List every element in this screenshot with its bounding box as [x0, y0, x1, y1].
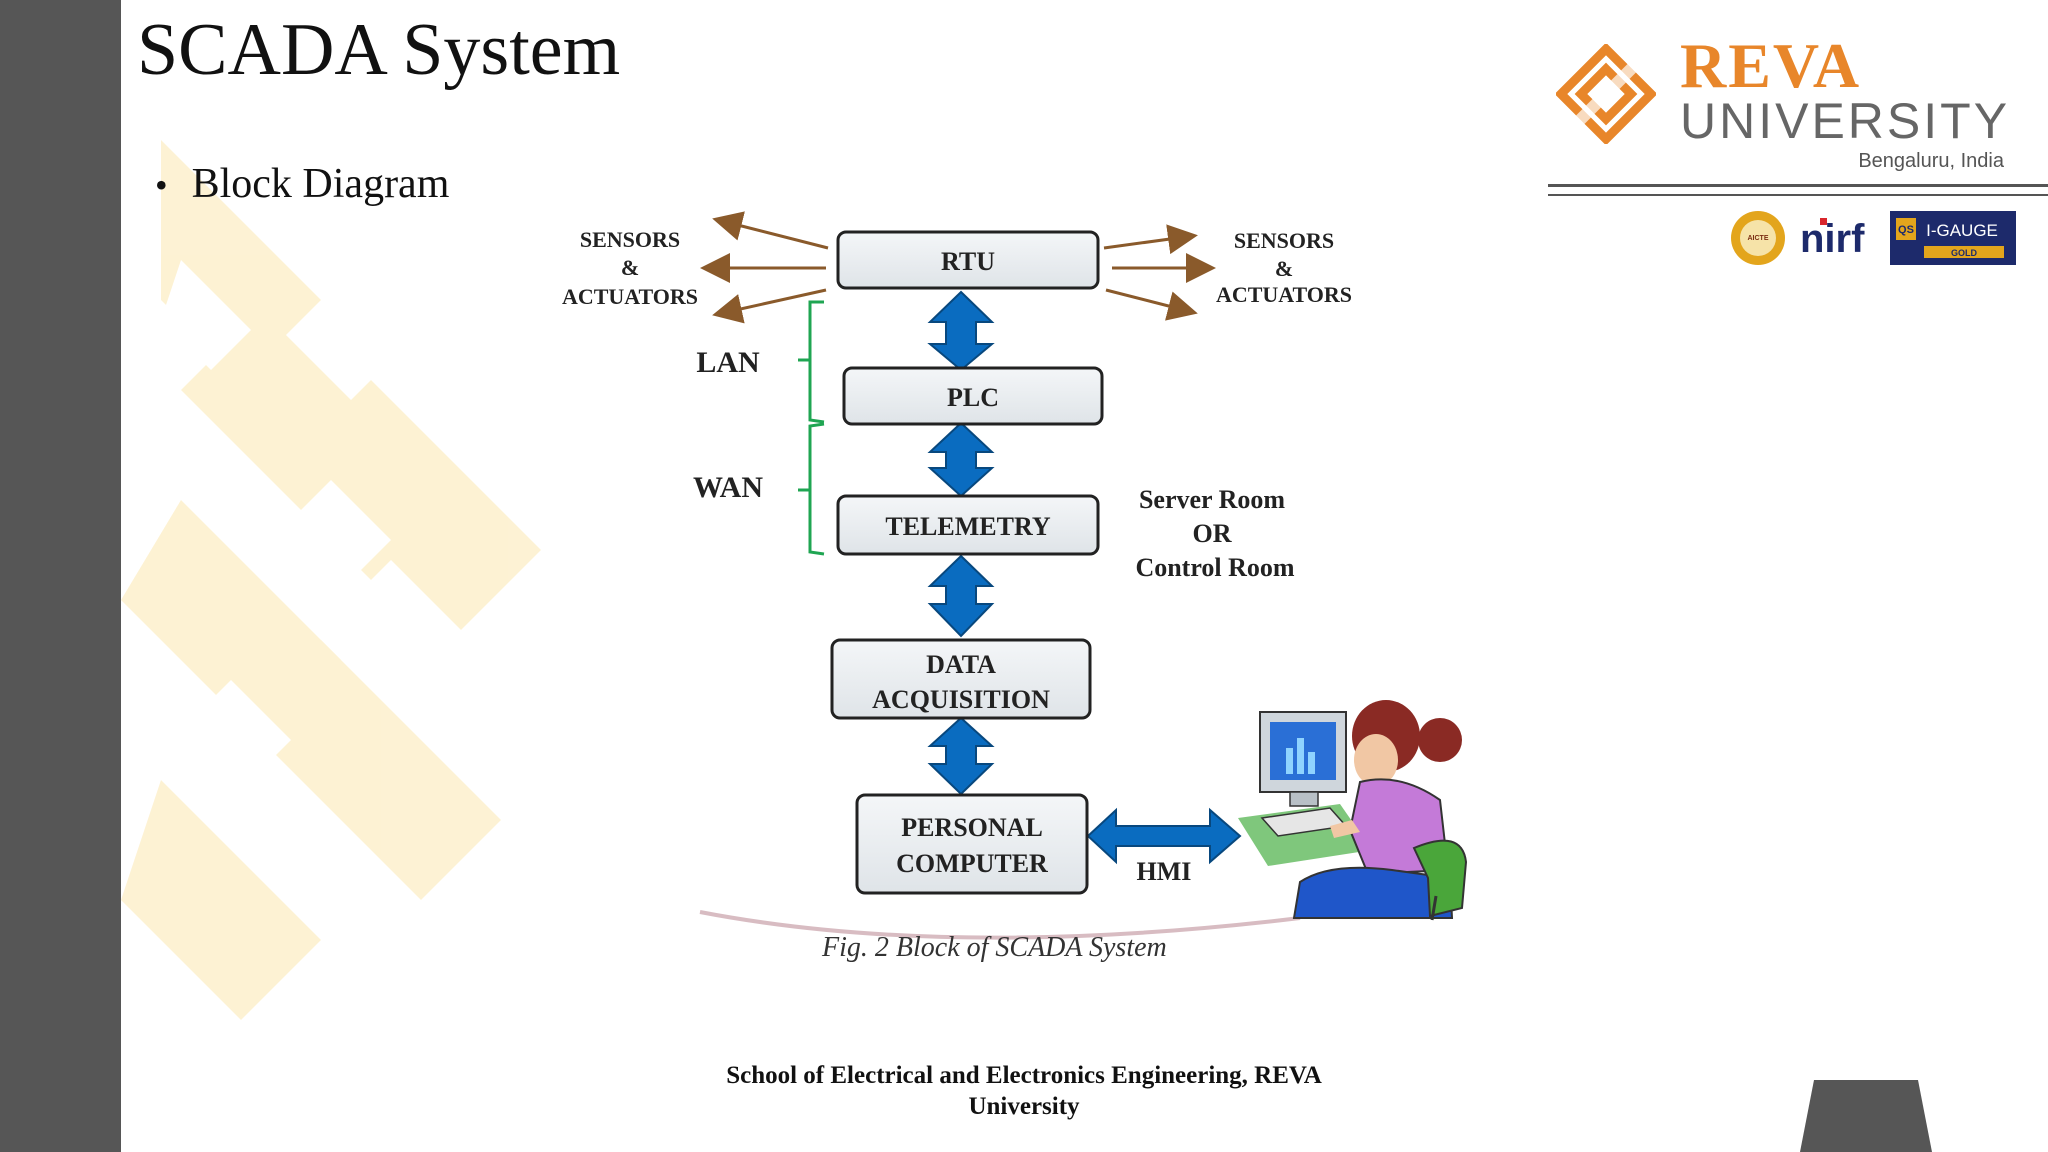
footer-line-2: University: [968, 1093, 1080, 1121]
svg-text:PERSONAL: PERSONAL: [901, 813, 1043, 842]
telemetry-block: TELEMETRY: [836, 494, 1100, 556]
qs-igauge-badge-icon: QS I-GAUGE GOLD: [1890, 211, 2016, 265]
plc-block: PLC: [842, 366, 1104, 426]
watermark-knot-icon: [121, 140, 541, 1020]
nirf-badge-icon: nirf: [1800, 217, 1865, 261]
lan-label: LAN: [696, 346, 760, 379]
personal-computer-block: PERSONAL COMPUTER: [855, 793, 1089, 895]
accreditation-badges: AICTE nirf QS I-GAUGE GOLD: [1728, 208, 2018, 268]
server-room-label: Server Room OR Control Room: [1135, 485, 1294, 582]
svg-text:Server Room: Server Room: [1139, 485, 1285, 514]
bullet-dot: •: [155, 165, 168, 205]
slide-title: SCADA System: [137, 9, 621, 91]
footer-text: School of Electrical and Electronics Eng…: [660, 1060, 1388, 1123]
svg-text:ACQUISITION: ACQUISITION: [872, 685, 1050, 714]
logo-name-top: REVA: [1680, 30, 1862, 101]
svg-text:DATA: DATA: [926, 650, 996, 679]
qs-label: QS: [1898, 224, 1914, 236]
bullet-item: • Block Diagram: [155, 160, 449, 208]
svg-text:SENSORS: SENSORS: [1234, 228, 1334, 253]
footer-line-1: School of Electrical and Electronics Eng…: [726, 1062, 1322, 1089]
sensors-actuators-left: SENSORS & ACTUATORS: [562, 227, 698, 309]
logo-name-bottom: UNIVERSITY: [1680, 93, 2011, 149]
aicte-label: AICTE: [1748, 235, 1769, 242]
svg-text:&: &: [621, 255, 639, 280]
svg-text:TELEMETRY: TELEMETRY: [885, 512, 1050, 541]
computer-operator-icon: [1238, 700, 1468, 921]
svg-text:OR: OR: [1193, 519, 1232, 548]
data-acquisition-block: DATA ACQUISITION: [830, 638, 1092, 720]
decorative-swoosh: [699, 910, 1301, 940]
igauge-label: I-GAUGE: [1926, 221, 1998, 240]
igauge-tier: GOLD: [1951, 248, 1977, 258]
svg-text:COMPUTER: COMPUTER: [896, 849, 1048, 878]
svg-text:SENSORS: SENSORS: [580, 227, 680, 252]
left-sidebar-bar: [0, 0, 121, 1152]
svg-text:ACTUATORS: ACTUATORS: [562, 284, 698, 309]
svg-text:Control Room: Control Room: [1135, 553, 1294, 582]
logo-location: Bengaluru, India: [1858, 150, 2004, 172]
logo-divider: [1548, 184, 2048, 196]
svg-text:&: &: [1275, 256, 1293, 281]
scada-block-diagram: SENSORS & ACTUATORS SENSORS & ACTUATORS …: [562, 211, 1468, 940]
nirf-label: nirf: [1800, 217, 1865, 261]
sensors-actuators-right: SENSORS & ACTUATORS: [1216, 228, 1352, 307]
university-logo: REVA UNIVERSITY Bengaluru, India: [1540, 30, 2020, 190]
aicte-badge-icon: AICTE: [1731, 211, 1785, 265]
bullet-text: Block Diagram: [191, 161, 450, 207]
rtu-block: RTU: [836, 230, 1100, 290]
network-brace: [798, 300, 825, 556]
hmi-label: HMI: [1137, 857, 1192, 886]
corner-tab-shape: [1800, 1080, 1932, 1152]
reva-knot-icon: [1556, 44, 1656, 144]
svg-text:ACTUATORS: ACTUATORS: [1216, 282, 1352, 307]
figure-caption: Fig. 2 Block of SCADA System: [822, 932, 1167, 963]
svg-text:RTU: RTU: [941, 247, 995, 276]
wan-label: WAN: [693, 471, 763, 504]
sensor-arrows-left: [700, 211, 829, 324]
svg-text:PLC: PLC: [947, 383, 999, 412]
sensor-arrows-right: [1103, 224, 1216, 321]
